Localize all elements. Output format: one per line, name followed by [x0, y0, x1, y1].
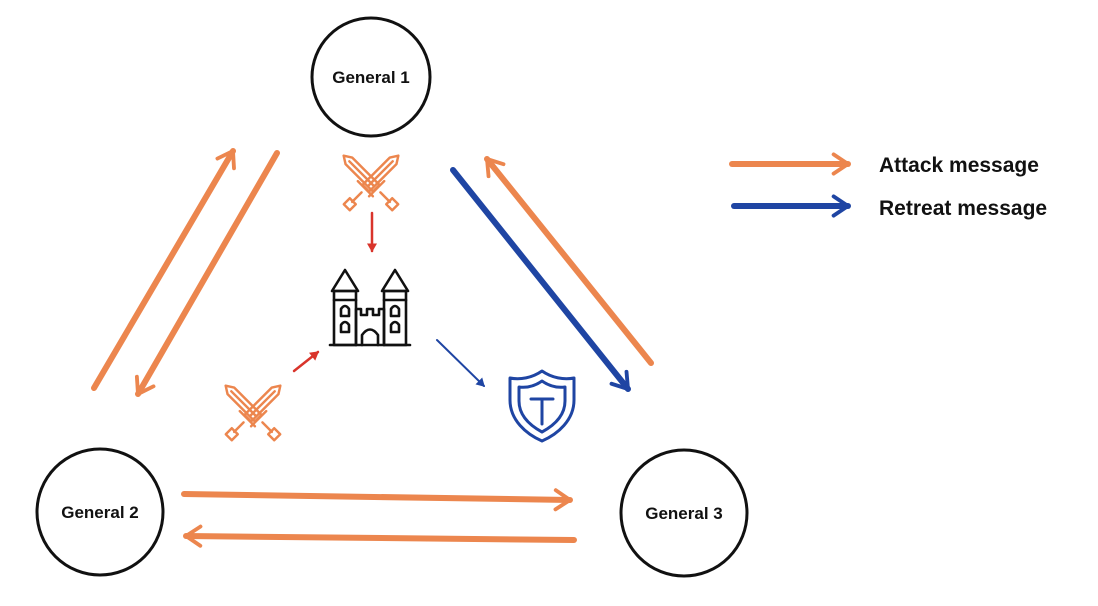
crossed-swords-icon	[224, 384, 282, 442]
attack-arrow-g3-to-g1	[484, 156, 654, 366]
shield-icon	[508, 369, 576, 443]
legend: Attack message Retreat message	[729, 152, 1047, 220]
general-2-node: General 2	[35, 447, 165, 577]
general-1-node: General 1	[310, 16, 432, 138]
attack-arrow-g3-to-g2	[183, 524, 577, 548]
decision-arrow-castle-to-g3	[436, 339, 485, 387]
general-1-label: General 1	[332, 68, 410, 87]
decision-arrow-g2-to-castle	[292, 350, 320, 373]
attack-arrow-g2-to-g3	[181, 488, 573, 512]
legend-attack-label: Attack message	[879, 154, 1039, 177]
general-2-label: General 2	[61, 503, 139, 522]
castle-icon	[328, 268, 412, 347]
legend-attack: Attack message	[729, 152, 1039, 177]
legend-retreat-label: Retreat message	[879, 197, 1047, 220]
attack-arrow-g2-to-g1	[91, 148, 236, 391]
retreat-arrow-g1-to-g3	[450, 167, 631, 392]
general-3-label: General 3	[645, 504, 723, 523]
crossed-swords-icon	[342, 154, 400, 212]
attack-arrow-g1-to-g2	[134, 150, 280, 397]
general-3-node: General 3	[619, 448, 749, 578]
legend-retreat: Retreat message	[731, 194, 1047, 220]
